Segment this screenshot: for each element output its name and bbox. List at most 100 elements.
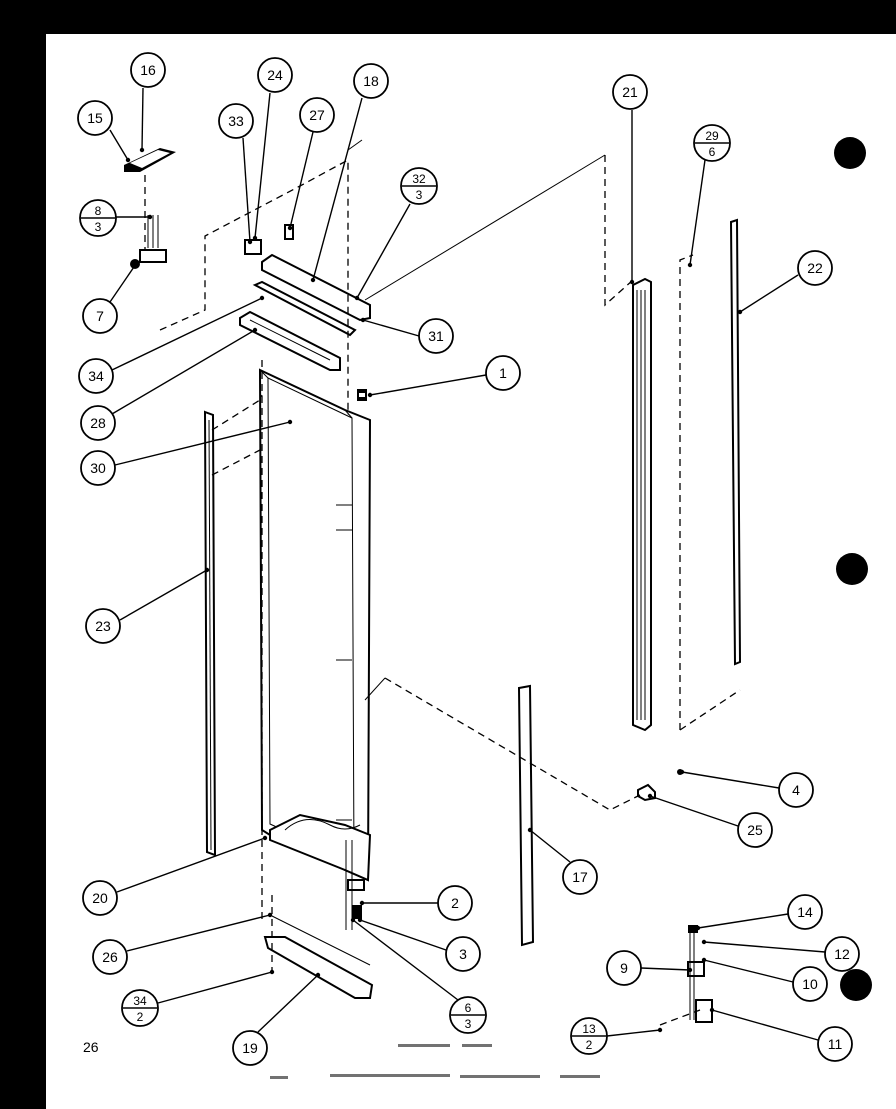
leader-line	[703, 941, 826, 953]
callout-label: 21	[622, 84, 638, 100]
top-rail-part-18	[252, 253, 371, 337]
callout-numerator: 8	[95, 204, 102, 218]
callout-17: 17	[527, 827, 598, 895]
callout-label: 27	[309, 107, 325, 123]
callout-numerator: 34	[133, 994, 147, 1008]
paper-sheet	[46, 34, 896, 1109]
callout-16: 16	[130, 52, 166, 153]
callout-label: 20	[92, 890, 108, 906]
callout-23: 23	[85, 567, 210, 644]
callout-numerator: 13	[582, 1022, 596, 1036]
callout-label: 14	[797, 904, 813, 920]
callout-20: 20	[82, 835, 268, 916]
door-liner-part-20	[258, 368, 372, 882]
leader-line	[529, 829, 571, 863]
leader-arrowhead	[204, 567, 210, 573]
leader-arrowhead	[310, 277, 316, 283]
callout-label: 1	[499, 365, 507, 381]
binder-hole-middle	[836, 553, 868, 585]
leader-arrowhead	[695, 925, 701, 931]
callout-4: 4	[679, 769, 814, 808]
callout-9: 9	[606, 950, 693, 986]
callout-bubble	[817, 1026, 853, 1062]
callout-numerator: 32	[412, 172, 426, 186]
leader-arrowhead	[687, 967, 693, 973]
leader-arrowhead	[287, 225, 293, 231]
callout-8-3: 83	[79, 199, 153, 237]
callout-label: 25	[747, 822, 763, 838]
callout-10: 10	[701, 957, 828, 1002]
trim-strip-part-23	[203, 410, 217, 857]
callout-denominator: 3	[465, 1017, 472, 1031]
callout-label: 4	[792, 782, 800, 798]
callout-25: 25	[647, 793, 773, 848]
callout-label: 24	[267, 67, 283, 83]
leader-arrowhead	[701, 939, 707, 945]
callout-label: 23	[95, 618, 111, 634]
callout-bubble	[80, 405, 116, 441]
leader-arrowhead	[269, 969, 275, 975]
callout-27: 27	[287, 97, 335, 231]
leader-line	[606, 1029, 661, 1037]
callout-bubble	[797, 250, 833, 286]
callout-label: 34	[88, 368, 104, 384]
hinge-part-7	[130, 215, 167, 269]
leader-line	[362, 319, 420, 337]
leader-line	[242, 137, 251, 243]
leader-line	[109, 263, 137, 303]
leader-arrowhead	[360, 317, 366, 323]
callout-12: 12	[701, 936, 860, 972]
callout-24: 24	[252, 57, 293, 241]
callout-label: 10	[802, 976, 818, 992]
callout-bubble	[778, 772, 814, 808]
callout-bubble	[80, 450, 116, 486]
leader-line	[352, 919, 459, 1001]
leader-arrowhead	[139, 147, 145, 153]
leader-arrowhead	[737, 309, 743, 315]
dashed-guide-7	[211, 394, 263, 431]
leader-arrowhead	[350, 917, 356, 923]
dashed-guide-3	[384, 677, 641, 811]
callout-bubble	[737, 812, 773, 848]
callout-32-3: 323	[354, 167, 438, 301]
leader-line	[126, 914, 271, 952]
leader-line	[369, 374, 487, 396]
leader-line	[116, 837, 266, 893]
callout-label: 18	[363, 73, 379, 89]
callout-7: 7	[82, 261, 139, 334]
callout-label: 15	[87, 110, 103, 126]
faint-print-marks	[270, 1044, 600, 1079]
callout-22: 22	[737, 250, 833, 315]
callout-bubble	[606, 950, 642, 986]
callout-bubble	[824, 936, 860, 972]
dashed-guide-2	[604, 155, 634, 307]
leader-line	[689, 159, 706, 266]
callout-bubble	[82, 298, 118, 334]
callout-label: 26	[102, 949, 118, 965]
gasket-part-21	[632, 277, 652, 732]
callout-13-2: 132	[570, 1017, 663, 1055]
callout-label: 17	[572, 869, 588, 885]
leader-arrowhead	[657, 1027, 663, 1033]
callout-label: 33	[228, 113, 244, 129]
leader-line	[289, 131, 314, 229]
callout-2: 2	[359, 885, 473, 921]
leader-arrowhead	[259, 295, 265, 301]
leader-arrowhead	[709, 1007, 715, 1013]
leader-arrowhead	[359, 900, 365, 906]
leader-line	[681, 771, 780, 789]
callout-label: 31	[428, 328, 444, 344]
leader-line	[257, 974, 319, 1033]
callout-denominator: 3	[95, 220, 102, 234]
callout-label: 16	[140, 62, 156, 78]
callout-label: 11	[828, 1036, 843, 1052]
callout-denominator: 3	[416, 188, 423, 202]
leader-line	[703, 959, 794, 983]
leader-line	[640, 967, 691, 971]
callout-denominator: 2	[137, 1010, 144, 1024]
leader-line	[312, 97, 363, 281]
callout-1: 1	[367, 355, 521, 398]
callout-bubble	[418, 318, 454, 354]
